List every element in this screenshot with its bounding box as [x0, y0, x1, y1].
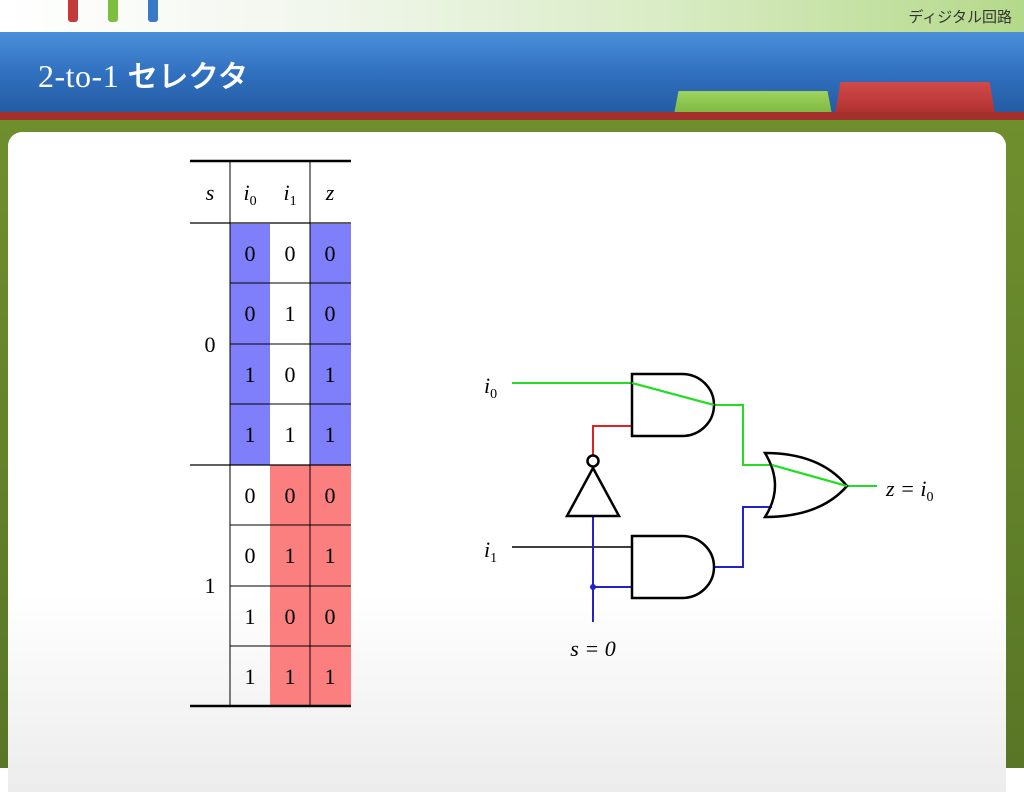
table-cell: 0: [285, 241, 296, 266]
table-cell: 0: [285, 483, 296, 508]
red-tab-mark: [68, 0, 78, 22]
table-cell: 1: [285, 543, 296, 568]
selector-circuit: i0 i1 s = 0 z = i0: [484, 372, 934, 661]
wire-i0-through-or: [771, 464, 848, 487]
wire-i0-through-and: [631, 382, 715, 406]
s-group-1: 1: [205, 573, 216, 598]
and-gate-upper: [630, 372, 716, 438]
table-cell: 0: [325, 301, 336, 326]
table-cell: 0: [285, 604, 296, 629]
header-i0: i0: [243, 180, 256, 209]
label-i1: i1: [484, 537, 497, 566]
not-gate: [564, 465, 622, 518]
table-cell: 1: [325, 422, 336, 447]
table-cell: 0: [285, 362, 296, 387]
wire-not-out: [592, 425, 632, 455]
title-prefix: 2-to-1: [38, 58, 128, 94]
and-gate-lower: [630, 534, 716, 600]
table-cell: 1: [245, 362, 256, 387]
table-cell: 0: [325, 604, 336, 629]
table-cell: 1: [285, 301, 296, 326]
junction-dot: [590, 584, 596, 590]
red-divider: [0, 112, 1024, 120]
table-cell: 1: [245, 422, 256, 447]
s-group-0: 0: [205, 332, 216, 357]
blue-tab-mark: [148, 0, 158, 22]
wire-and2-to-or: [714, 506, 772, 568]
label-i0: i0: [484, 373, 497, 402]
or-gate: [762, 451, 849, 519]
page-title: 2-to-1 セレクタ: [38, 52, 249, 96]
topic-label: ディジタル回路: [908, 8, 1012, 26]
table-cell: 0: [325, 241, 336, 266]
table-cell: 1: [285, 422, 296, 447]
table-cell: 1: [245, 604, 256, 629]
table-cell: 0: [245, 241, 256, 266]
top-strip: ディジタル回路: [0, 0, 1024, 32]
slide-content: s i0 i1 z 0 1 0 0 0 0 1 0 1 0 1 1 1 1 0 …: [190, 159, 934, 708]
table-cell: 1: [245, 664, 256, 689]
table-cell: 1: [325, 362, 336, 387]
label-s: s = 0: [570, 636, 615, 661]
green-tab-mark: [108, 0, 118, 22]
table-cell: 0: [245, 483, 256, 508]
header-i1: i1: [283, 180, 296, 209]
content-card: [8, 132, 1006, 792]
table-cell: 0: [245, 301, 256, 326]
table-cell: 1: [325, 664, 336, 689]
title-jp: セレクタ: [127, 60, 249, 95]
header-s: s: [206, 180, 215, 205]
not-bubble: [586, 454, 600, 468]
truth-table: s i0 i1 z 0 1 0 0 0 0 1 0 1 0 1 1 1 1 0 …: [190, 159, 351, 708]
label-z: z = i0: [885, 476, 934, 505]
table-cell: 1: [285, 664, 296, 689]
table-cell: 0: [245, 543, 256, 568]
table-cell: 0: [325, 483, 336, 508]
table-cell: 1: [325, 543, 336, 568]
header-z: z: [325, 180, 335, 205]
